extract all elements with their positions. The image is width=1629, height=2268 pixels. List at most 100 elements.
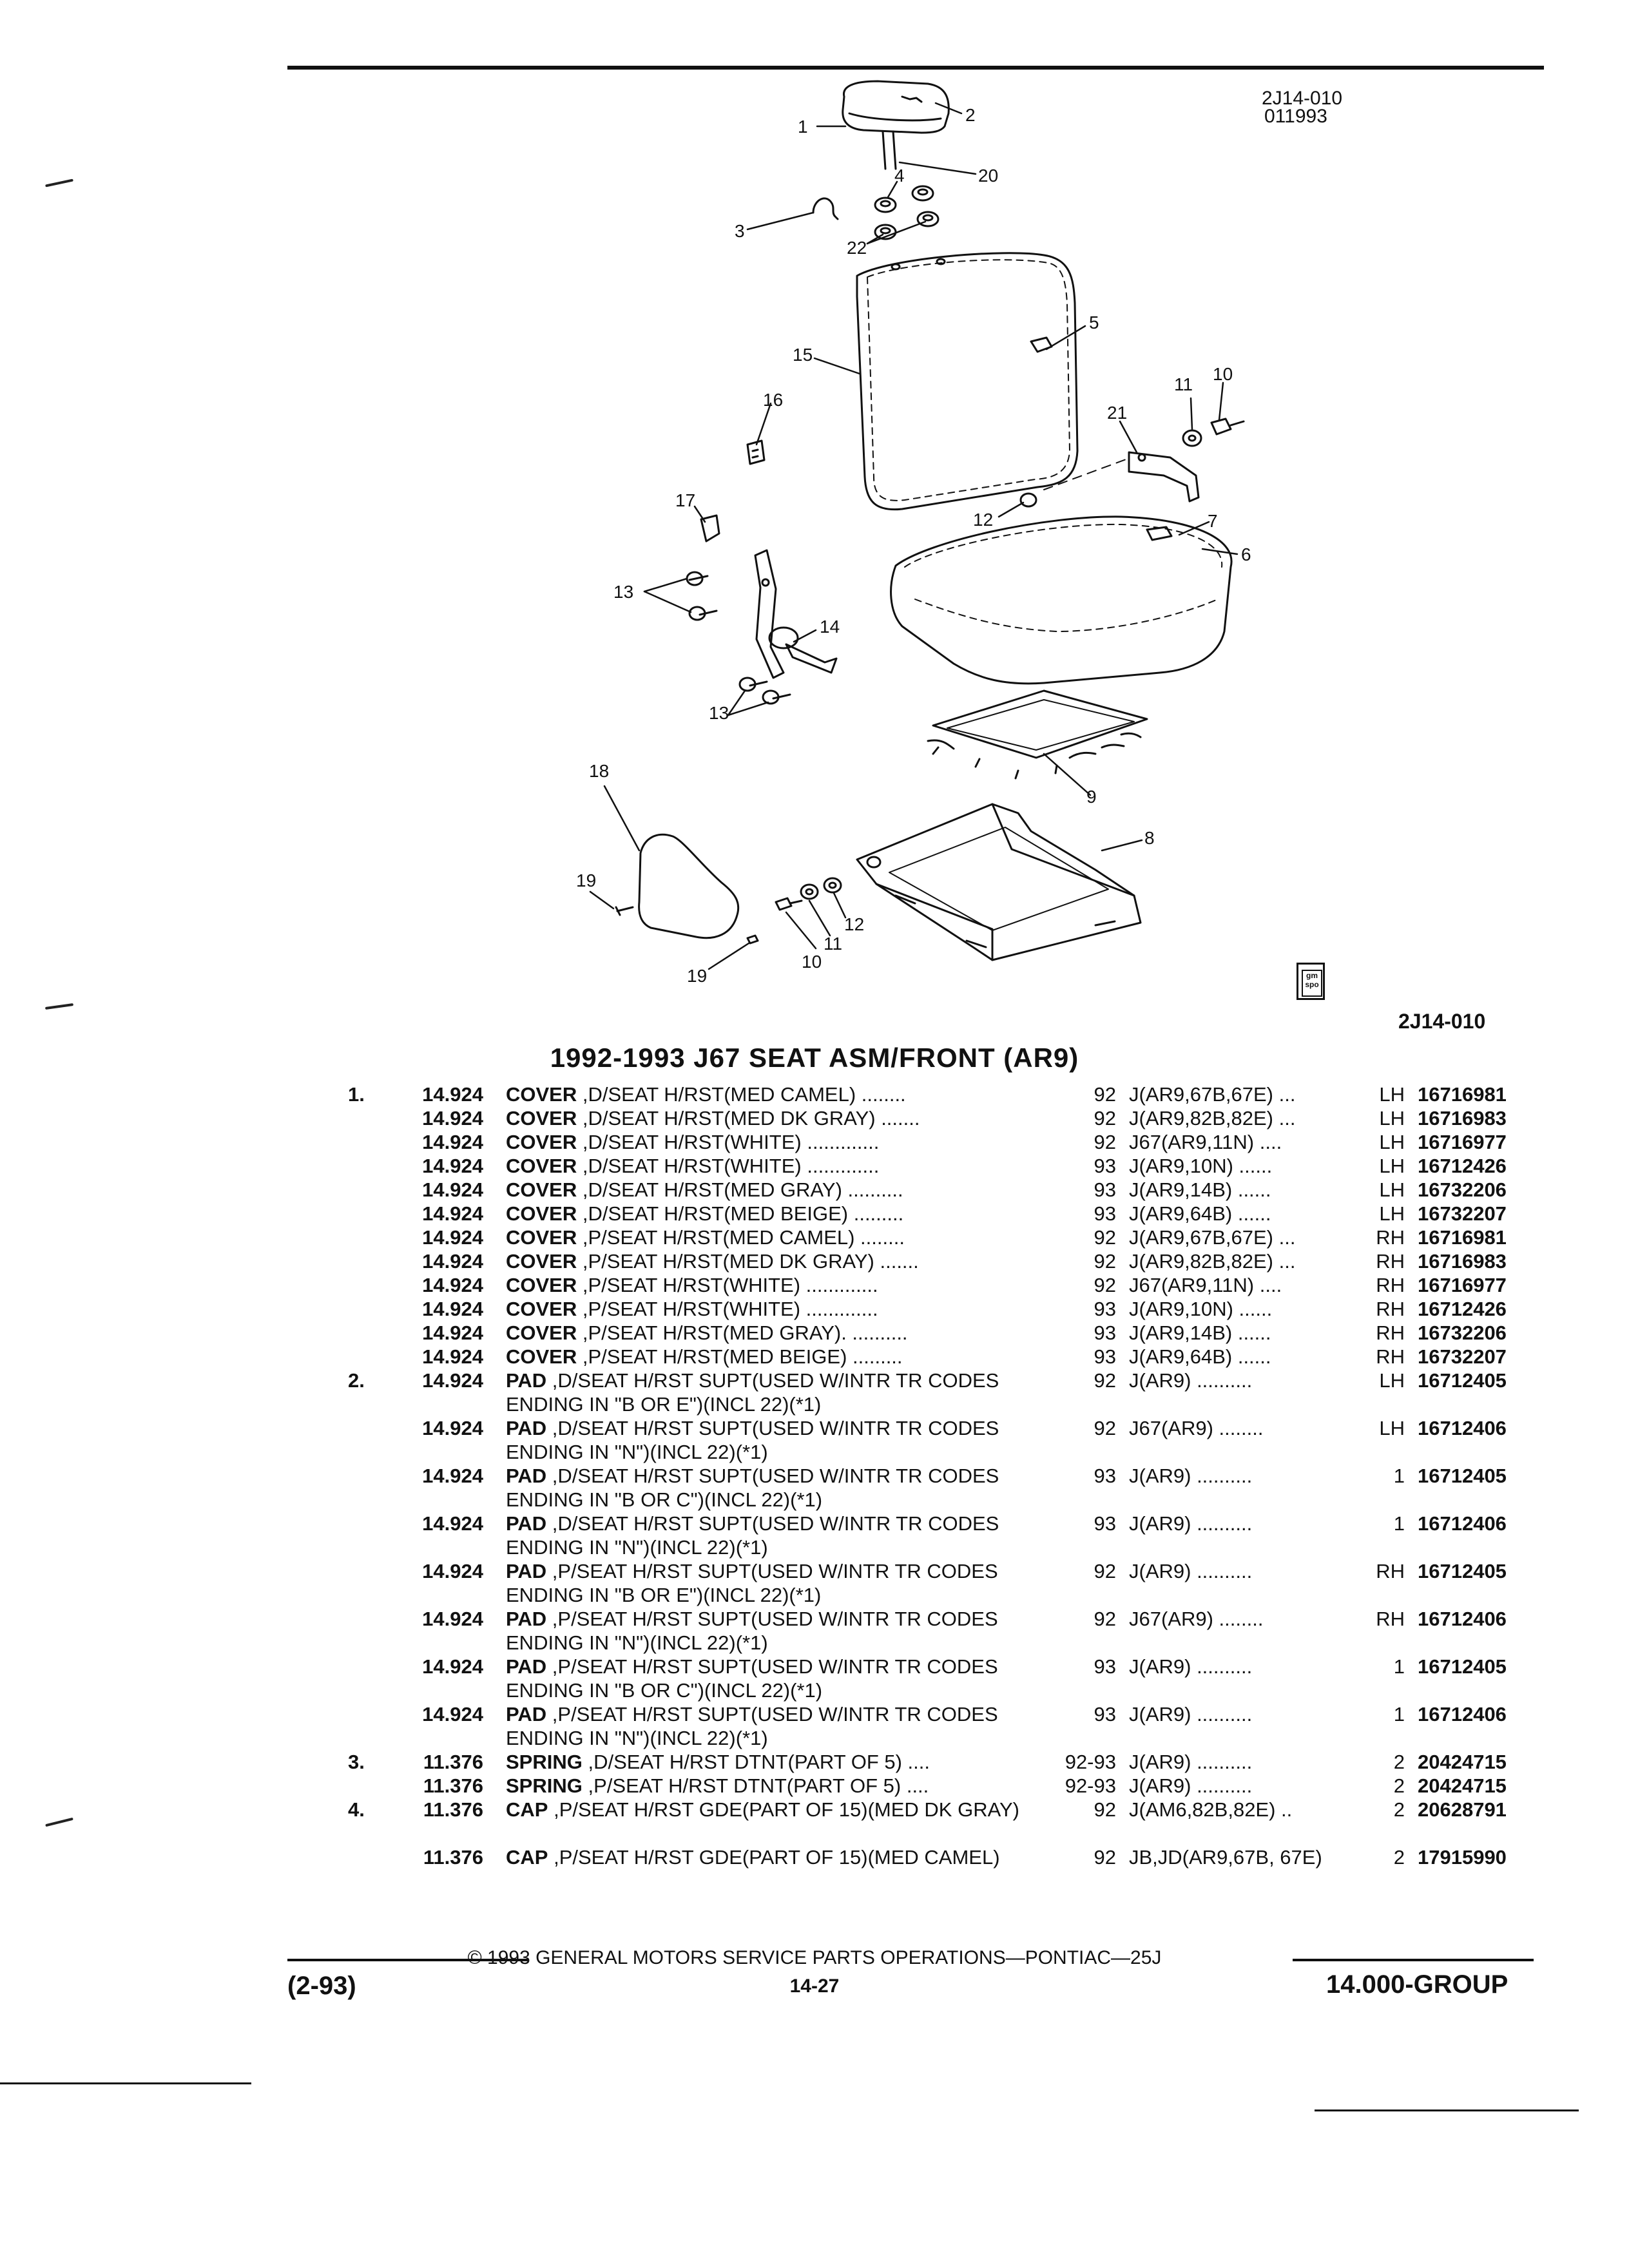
part-name: PAD xyxy=(506,1417,547,1439)
model-code: J(AR9,10N) ...... xyxy=(1129,1298,1273,1320)
model-code: J(AR9,82B,82E) ... xyxy=(1129,1107,1296,1129)
quantity: LH xyxy=(1379,1083,1405,1106)
model-code: J(AR9,67B,67E) ... xyxy=(1129,1226,1296,1249)
group-number: 14.924 xyxy=(422,1369,483,1392)
group-number: 14.924 xyxy=(422,1465,483,1487)
part-description: PAD ,D/SEAT H/RST SUPT(USED W/INTR TR CO… xyxy=(506,1369,1034,1416)
part-name: SPRING xyxy=(506,1774,583,1797)
footer-rule-left xyxy=(287,1959,528,1961)
part-detail: ,D/SEAT H/RST(MED BEIGE) ......... xyxy=(582,1202,904,1225)
illustration-caption: 2J14-010 xyxy=(1398,1010,1486,1033)
part-detail: ,D/SEAT H/RST(WHITE) ............. xyxy=(582,1155,880,1177)
part-description: SPRING ,P/SEAT H/RST DTNT(PART OF 5) ...… xyxy=(506,1774,1034,1798)
footer-page-number: 14-27 xyxy=(789,1975,840,1997)
illustration-code: 2J14-010 xyxy=(1262,88,1343,109)
part-number: 16732207 xyxy=(1418,1345,1507,1368)
part-detail: ,P/SEAT H/RST SUPT(USED W/INTR TR CODES … xyxy=(506,1560,998,1606)
part-description: COVER ,P/SEAT H/RST(MED GRAY). .........… xyxy=(506,1321,1034,1345)
part-description: CAP ,P/SEAT H/RST GDE(PART OF 15)(MED DK… xyxy=(506,1798,1034,1821)
spring-part xyxy=(812,197,839,220)
callout-number: 1 xyxy=(798,117,808,137)
model-year: 93 xyxy=(1094,1345,1116,1368)
part-name: COVER xyxy=(506,1298,577,1320)
part-name: COVER xyxy=(506,1250,577,1273)
group-number: 11.376 xyxy=(423,1798,483,1821)
part-number: 16712426 xyxy=(1418,1298,1507,1320)
quantity: 1 xyxy=(1393,1512,1405,1535)
model-code: J(AR9,82B,82E) ... xyxy=(1129,1250,1296,1273)
model-code: J(AR9) .......... xyxy=(1129,1774,1253,1797)
model-year: 93 xyxy=(1094,1178,1116,1201)
model-code: J67(AR9,11N) .... xyxy=(1129,1274,1282,1296)
group-number: 11.376 xyxy=(423,1751,483,1773)
model-year: 93 xyxy=(1094,1202,1116,1225)
part-description: COVER ,P/SEAT H/RST(MED BEIGE) ......... xyxy=(506,1345,1034,1369)
part-detail: ,P/SEAT H/RST(WHITE) ............. xyxy=(582,1298,878,1320)
part-description: COVER ,D/SEAT H/RST(MED GRAY) .......... xyxy=(506,1178,1034,1202)
group-number: 14.924 xyxy=(422,1250,483,1273)
model-year: 93 xyxy=(1094,1703,1116,1725)
part-number: 16716981 xyxy=(1418,1226,1507,1249)
callout-number: 9 xyxy=(1086,787,1097,807)
washer-part xyxy=(1019,492,1037,508)
model-year: 93 xyxy=(1094,1465,1116,1487)
quantity: RH xyxy=(1376,1560,1405,1582)
seat-exploded-diagram: 1 2 20 3 4 22 5 15 16 10 11 21 17 12 7 6… xyxy=(576,80,1251,986)
group-number: 14.924 xyxy=(422,1178,483,1201)
quantity: 1 xyxy=(1393,1655,1405,1678)
callout-number: 13 xyxy=(709,703,729,723)
part-detail: ,P/SEAT H/RST(MED CAMEL) ........ xyxy=(582,1226,905,1249)
quantity: RH xyxy=(1376,1608,1405,1630)
part-name: COVER xyxy=(506,1226,577,1249)
footer-copyright: © 1993 GENERAL MOTORS SERVICE PARTS OPER… xyxy=(467,1947,1162,1968)
model-code: J67(AR9) ........ xyxy=(1129,1608,1264,1630)
quantity: LH xyxy=(1379,1131,1405,1153)
part-detail: ,P/SEAT H/RST GDE(PART OF 15)(MED CAMEL) xyxy=(554,1846,1000,1869)
footer-rule-right xyxy=(1293,1959,1534,1961)
part-description: COVER ,P/SEAT H/RST(WHITE) ............. xyxy=(506,1273,1034,1297)
group-number: 14.924 xyxy=(422,1298,483,1320)
quantity: LH xyxy=(1379,1107,1405,1129)
model-year: 93 xyxy=(1094,1298,1116,1320)
part-detail: ,D/SEAT H/RST SUPT(USED W/INTR TR CODES … xyxy=(506,1369,999,1416)
group-number: 11.376 xyxy=(423,1774,483,1797)
part-detail: ,D/SEAT H/RST SUPT(USED W/INTR TR CODES … xyxy=(506,1417,999,1463)
part-number: 16712426 xyxy=(1418,1155,1507,1177)
item-number: 2. xyxy=(348,1369,365,1392)
group-number: 14.924 xyxy=(422,1608,483,1630)
part-detail: ,P/SEAT H/RST SUPT(USED W/INTR TR CODES … xyxy=(506,1703,998,1749)
quantity: RH xyxy=(1376,1321,1405,1344)
callout-number: 16 xyxy=(763,390,783,410)
illustration-date: 011993 xyxy=(1264,106,1327,127)
model-code: J(AR9) .......... xyxy=(1129,1560,1253,1582)
model-year: 92 xyxy=(1094,1083,1116,1106)
part-name: PAD xyxy=(506,1608,547,1630)
bolt-part xyxy=(775,877,842,911)
part-detail: ,P/SEAT H/RST(MED GRAY). .......... xyxy=(582,1321,908,1344)
model-code: J(AR9,67B,67E) ... xyxy=(1129,1083,1296,1106)
part-detail: ,D/SEAT H/RST DTNT(PART OF 5) .... xyxy=(588,1751,930,1773)
part-number: 16716977 xyxy=(1418,1131,1507,1153)
screw-part xyxy=(615,906,634,916)
model-code: J(AR9,10N) ...... xyxy=(1129,1155,1273,1177)
model-year: 92 xyxy=(1094,1369,1116,1392)
quantity: LH xyxy=(1379,1369,1405,1392)
callout-number: 22 xyxy=(847,238,867,258)
group-number: 14.924 xyxy=(422,1107,483,1129)
part-name: PAD xyxy=(506,1512,547,1535)
part-name: CAP xyxy=(506,1846,548,1869)
part-description: SPRING ,D/SEAT H/RST DTNT(PART OF 5) ...… xyxy=(506,1750,1034,1774)
quantity: 1 xyxy=(1393,1465,1405,1487)
part-number: 16716983 xyxy=(1418,1250,1507,1273)
callout-number: 11 xyxy=(824,934,842,954)
